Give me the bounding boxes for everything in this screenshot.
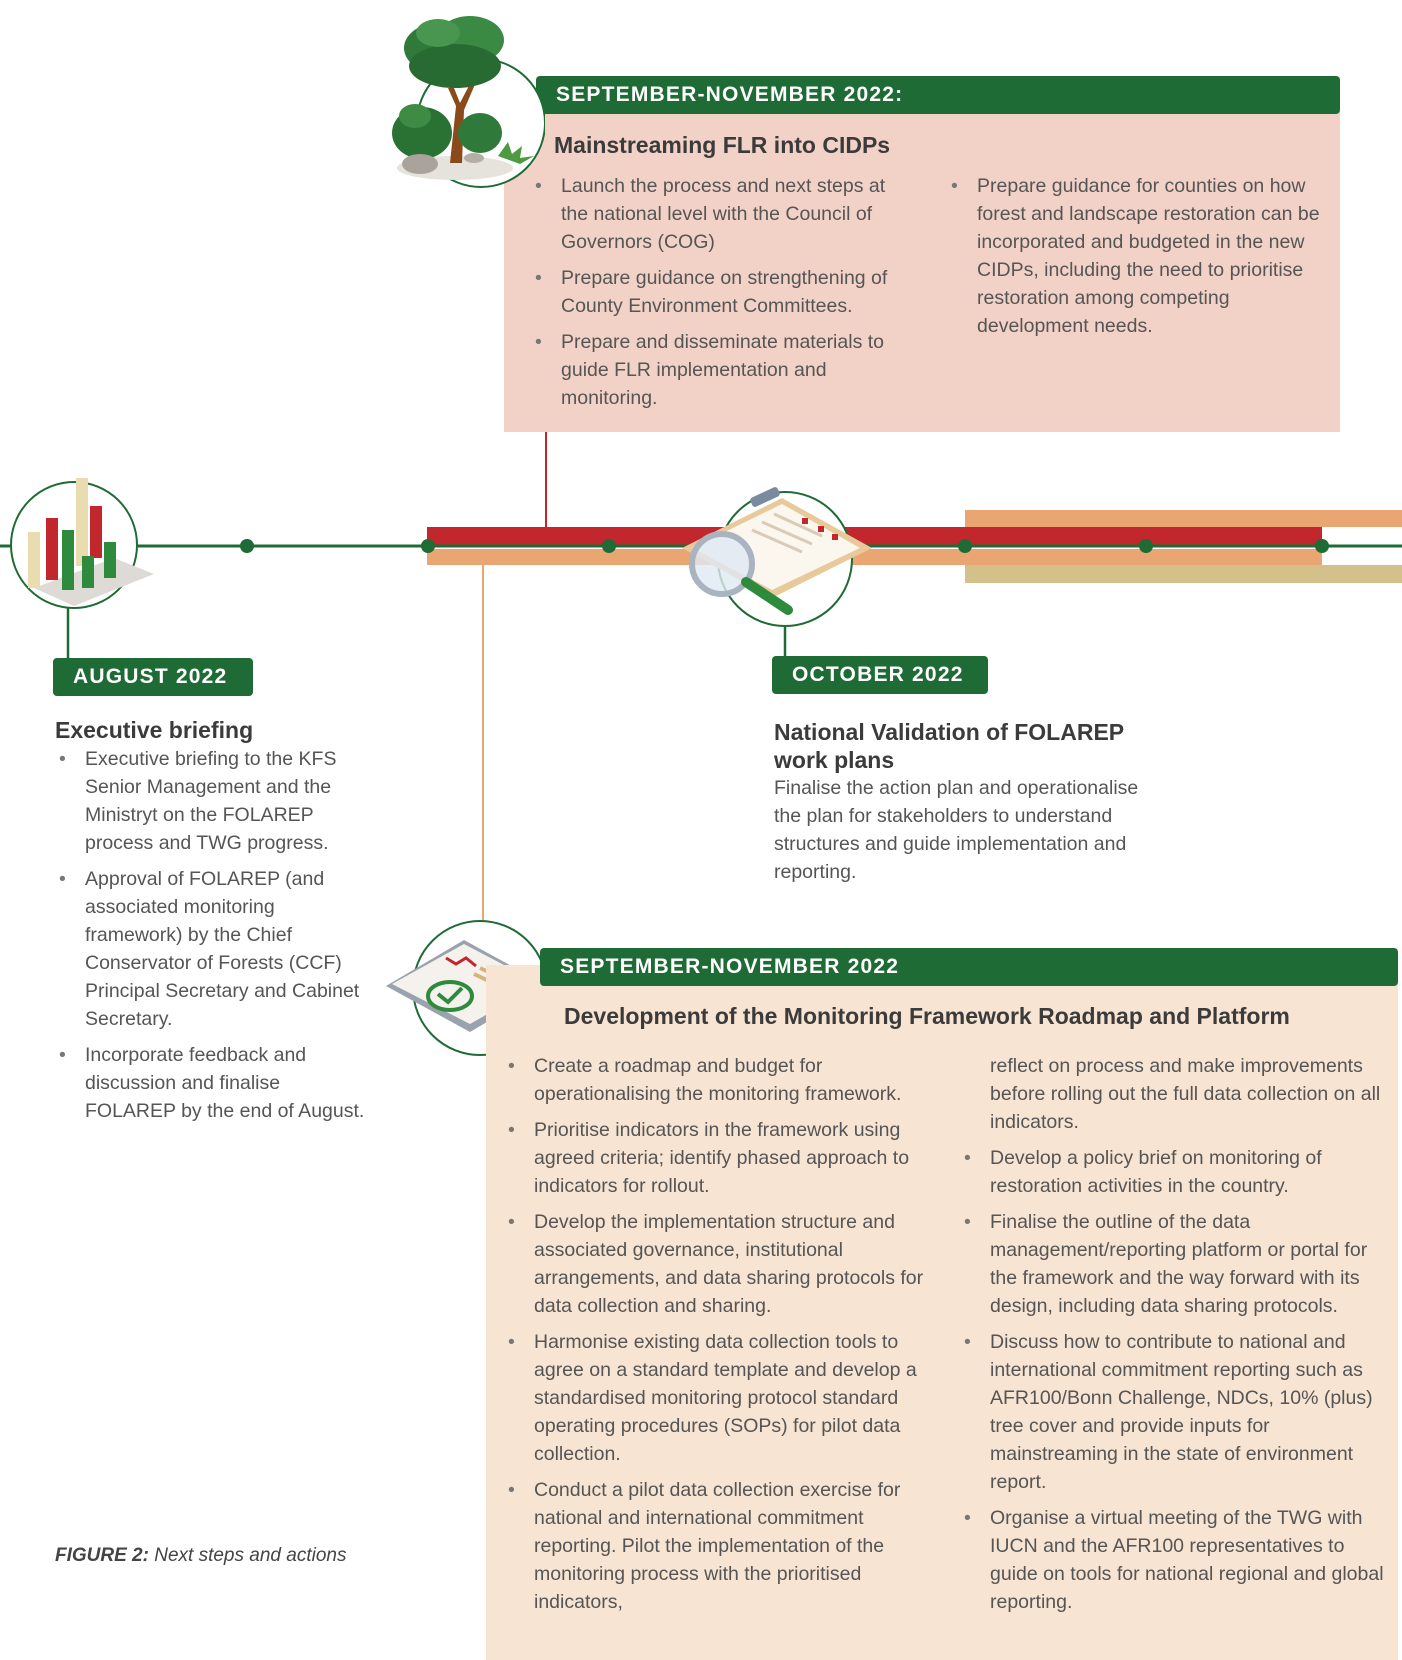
bar-tan: [965, 565, 1402, 583]
list-monitor-col1: Create a roadmap and budget for operatio…: [504, 1052, 929, 1624]
list-item: Develop a policy brief on monitoring of …: [960, 1144, 1385, 1200]
timeline-dot: [1139, 539, 1153, 553]
timeline-dot: [421, 539, 435, 553]
bar-orange-right: [965, 510, 1402, 527]
figure-caption: FIGURE 2: Next steps and actions: [55, 1545, 346, 1567]
timeline-dot: [240, 539, 254, 553]
clipboard-magnifier-icon: [682, 487, 872, 627]
list-item: Prioritise indicators in the framework u…: [504, 1116, 929, 1200]
list-item: Executive briefing to the KFS Senior Man…: [55, 745, 370, 857]
title-cidp: Mainstreaming FLR into CIDPs: [554, 132, 891, 158]
list-item: Approval of FOLAREP (and associated moni…: [55, 865, 370, 1033]
text-oct: Finalise the action plan and operational…: [774, 777, 1139, 883]
list-item: Create a roadmap and budget for operatio…: [504, 1052, 929, 1108]
list-item: Develop the implementation structure and…: [504, 1208, 929, 1320]
date-banner-monitor: SEPTEMBER-NOVEMBER 2022: [540, 948, 1398, 986]
title-aug: Executive briefing: [55, 717, 254, 743]
timeline-dot: [1315, 539, 1329, 553]
list-item: Prepare and disseminate materials to gui…: [531, 328, 916, 412]
timeline-dot: [602, 539, 616, 553]
figure-caption-label: FIGURE 2:: [55, 1545, 149, 1566]
list-item: Prepare guidance for counties on how for…: [947, 172, 1332, 340]
list-item: Harmonise existing data collection tools…: [504, 1328, 929, 1468]
bar-orange-left: [427, 549, 1322, 565]
title-monitor: Development of the Monitoring Framework …: [564, 1003, 1290, 1029]
list-item: Conduct a pilot data collection exercise…: [504, 1476, 929, 1616]
list-item: reflect on process and make improvements…: [990, 1055, 1381, 1133]
timeline-dot: [958, 539, 972, 553]
date-banner-oct: OCTOBER 2022: [772, 656, 988, 694]
date-banner-aug: AUGUST 2022: [53, 658, 253, 696]
list-monitor-col2: reflect on process and make improvements…: [960, 1052, 1385, 1624]
tree-icon: [392, 16, 545, 188]
list-item: Finalise the outline of the data managem…: [960, 1208, 1385, 1320]
date-banner-cidp: SEPTEMBER-NOVEMBER 2022:: [536, 76, 1340, 114]
bar-chart-icon: [10, 478, 154, 609]
list-item: Launch the process and next steps at the…: [531, 172, 916, 256]
title-oct: National Validation of FOLAREP work plan…: [774, 719, 1124, 773]
figure-caption-text: Next steps and actions: [154, 1545, 347, 1566]
list-cidp-col1: Launch the process and next steps at the…: [531, 172, 916, 420]
list-cidp-col2: Prepare guidance for counties on how for…: [947, 172, 1332, 348]
list-item: Prepare guidance on strengthening of Cou…: [531, 264, 916, 320]
list-item: Incorporate feedback and discussion and …: [55, 1041, 370, 1125]
list-item: Discuss how to contribute to national an…: [960, 1328, 1385, 1496]
list-aug: Executive briefing to the KFS Senior Man…: [55, 745, 370, 1133]
list-item: Organise a virtual meeting of the TWG wi…: [960, 1504, 1385, 1616]
bar-red: [427, 527, 1322, 547]
